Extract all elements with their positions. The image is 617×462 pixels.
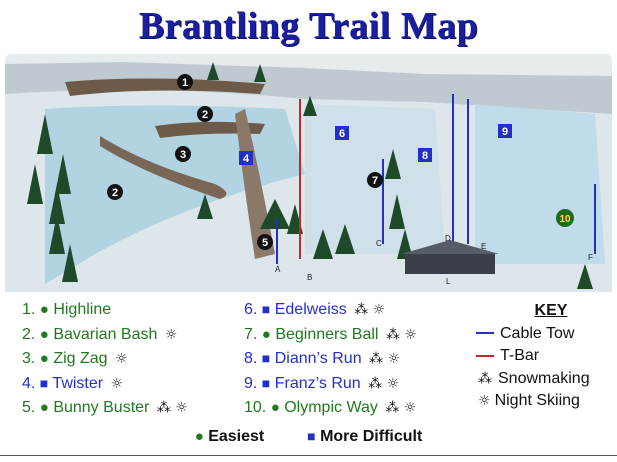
svg-text:7: 7 [372,175,378,187]
svg-text:6: 6 [339,128,345,140]
trail-map-illustration: 1 2 2 3 4 5 6 7 8 9 10 A B C D E F L [5,54,612,292]
svg-text:8: 8 [422,150,428,162]
trail-entry-2: 2. ● Bavarian Bash ☼ [22,325,178,343]
trail-marker-9: 9 [498,124,512,138]
easiest-label: Easiest [208,428,265,445]
trail-marker-7: 7 [367,172,383,188]
trail-entry-3: 3. ● Zig Zag ☼ [22,350,128,367]
more-difficult-icon: ■ [39,374,49,391]
trail-entry-5: 5. ● Bunny Buster ⁂ ☼ [22,399,188,416]
trail-marker-4: 4 [239,151,253,165]
trail-marker-6: 6 [335,126,349,140]
svg-text:2: 2 [112,187,118,199]
easiest-icon: ● [39,325,49,343]
easiest-icon: ● [39,350,49,367]
night-skiing-icon: ☼ [478,393,491,409]
map-title: Brantling Trail Map [138,5,479,47]
svg-text:1: 1 [182,77,188,89]
trail-entry-4: 4. ■ Twister ☼ [22,374,124,392]
key-night-skiing: ☼Night Skiing [478,392,580,409]
trail-entry-8: 8. ■ Diann’s Run ⁂ ☼ [244,350,401,367]
svg-text:4: 4 [243,153,250,165]
lift-label-d: D [445,234,451,243]
trail-entry-7: 7. ● Beginners Ball ⁂ ☼ [244,325,417,343]
key-snowmaking: ⁂Snowmaking [478,369,590,387]
trail-marker-10: 10 [556,209,574,227]
more-difficult-icon: ■ [261,301,271,317]
more-difficult-label: More Difficult [320,428,423,445]
lift-label-b: B [307,273,312,282]
trail-entry-6: 6. ■ Edelweiss ⁂ ☼ [244,301,386,318]
trail-entry-10: 10. ● Olympic Way ⁂ ☼ [244,399,417,416]
svg-text:5: 5 [262,237,268,249]
more-difficult-icon: ■ [261,350,271,366]
snowmaking-icon: ⁂ [478,370,492,387]
lift-label-l: L [446,277,451,286]
more-difficult-icon: ■ [261,374,271,391]
easiest-icon: ● [194,428,204,445]
svg-text:10: 10 [559,214,571,225]
more-difficult-icon: ■ [307,428,316,444]
lift-label-e: E [481,242,486,251]
key-heading: KEY [534,302,568,319]
lift-label-f: F [588,253,593,262]
easiest-icon: ● [39,301,49,318]
trail-marker-5: 5 [257,234,273,250]
cable-tow-line-icon [476,332,494,335]
trail-marker-8: 8 [418,148,432,162]
trail-marker-1: 1 [177,74,193,90]
easiest-icon: ● [261,325,271,343]
svg-text:9: 9 [502,126,508,138]
trail-marker-2a: 2 [197,106,213,122]
bottom-divider [0,455,617,456]
trail-entry-1: 1. ● Highline [22,301,112,318]
trail-legend-column-2: 6. ■ Edelweiss ⁂ ☼ 7. ● Beginners Ball ⁂… [244,298,417,421]
svg-text:2: 2 [202,109,208,121]
difficulty-legend: ● Easiest ■ More Difficult [0,428,617,446]
lift-label-c: C [376,239,382,248]
lift-label-a: A [275,265,281,274]
key-t-bar: T-Bar [476,345,606,368]
trail-legend-column-1: 1. ● Highline 2. ● Bavarian Bash ☼ 3. ● … [22,298,188,421]
easiest-icon: ● [39,399,49,416]
t-bar-line-icon [476,354,494,357]
svg-text:3: 3 [180,149,186,161]
trail-entry-9: 9. ■ Franz’s Run ⁂ ☼ [244,374,400,392]
key-cable-tow: Cable Tow [476,323,606,346]
trail-marker-3: 3 [175,146,191,162]
map-key: KEY Cable Tow T-Bar ⁂Snowmaking ☼Night S… [476,300,606,413]
trail-marker-2b: 2 [107,184,123,200]
easiest-icon: ● [270,399,280,416]
